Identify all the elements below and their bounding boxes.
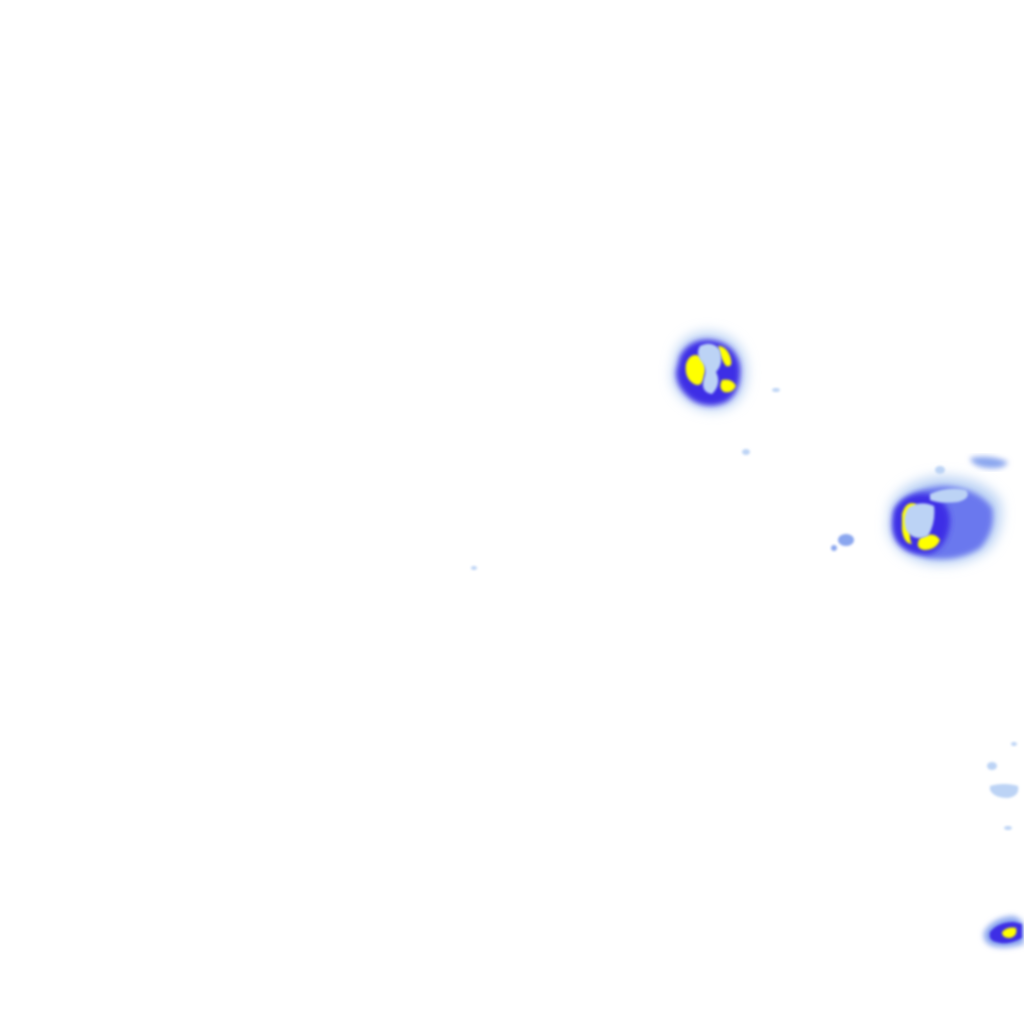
storm-cell-1-heavy-southeast [720, 379, 736, 393]
scattered-echoes [471, 388, 1019, 830]
echo-small-c [772, 388, 780, 392]
echo-east-i [1011, 742, 1017, 746]
storm-cell-2-interior-gap [904, 503, 935, 538]
echo-east-h [1004, 826, 1012, 830]
echo-small-a [831, 545, 837, 551]
storm-cell-3 [983, 916, 1024, 948]
storm-cell-1-heavy-east [718, 346, 732, 367]
storm-cell-1 [672, 331, 747, 411]
storm-cell-1-heavy-west [685, 355, 706, 385]
echo-small-b [742, 449, 750, 455]
echo-east-g [990, 784, 1019, 798]
storm-cell-2 [888, 456, 1008, 565]
storm-cell-1-interior-gap [698, 343, 722, 394]
echo-west-of-cell-2 [838, 534, 854, 546]
echo-small-e [935, 466, 945, 474]
echo-small-d [471, 566, 477, 570]
storm-cell-2-north-band [930, 488, 968, 503]
storm-cell-3-heavy [1002, 927, 1017, 938]
echo-east-f [987, 762, 997, 770]
storm-cell-2-northeast-fringe [970, 456, 1008, 469]
storm-cell-2-heavy-south [917, 534, 940, 550]
